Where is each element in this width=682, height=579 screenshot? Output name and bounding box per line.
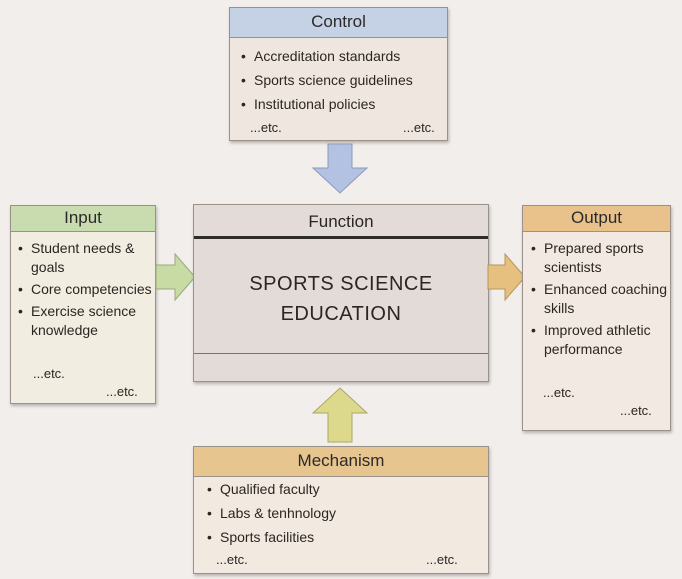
control-down-arrow: [311, 143, 369, 194]
input-etc-2: ...etc.: [106, 384, 138, 399]
function-box: Function SPORTS SCIENCE EDUCATION: [193, 204, 489, 382]
function-main-text: SPORTS SCIENCE EDUCATION: [194, 269, 488, 329]
control-box: Control Accreditation standards Sports s…: [229, 7, 448, 141]
output-box: Output Prepared sports scientists Enhanc…: [522, 205, 671, 431]
output-etc-2: ...etc.: [620, 403, 652, 418]
input-item: Student needs & goals: [17, 239, 153, 277]
control-etc-left: ...etc.: [250, 120, 282, 135]
function-main-line1: SPORTS SCIENCE: [249, 273, 433, 295]
mechanism-item: Sports facilities: [206, 528, 336, 547]
output-etc-1: ...etc.: [543, 385, 575, 400]
mechanism-etc-left: ...etc.: [216, 552, 248, 567]
input-etc-1: ...etc.: [33, 366, 65, 381]
output-title: Output: [523, 206, 670, 232]
mechanism-etc-right: ...etc.: [426, 552, 458, 567]
output-item: Prepared sports scientists: [530, 239, 670, 277]
mechanism-box: Mechanism Qualified faculty Labs & tenhn…: [193, 446, 489, 574]
control-item: Accreditation standards: [240, 47, 413, 66]
input-box: Input Student needs & goals Core compete…: [10, 205, 156, 404]
input-title: Input: [11, 206, 155, 232]
control-item: Sports science guidelines: [240, 71, 413, 90]
mechanism-item: Labs & tenhnology: [206, 504, 336, 523]
function-divider: [194, 353, 488, 354]
function-main-line2: EDUCATION: [280, 303, 402, 325]
control-etc-right: ...etc.: [403, 120, 435, 135]
output-item: Enhanced coaching skills: [530, 280, 670, 318]
input-list: Student needs & goals Core competencies …: [17, 239, 153, 343]
output-right-arrow: [487, 252, 526, 302]
mechanism-up-arrow: [311, 387, 369, 443]
mechanism-title: Mechanism: [194, 447, 488, 477]
mechanism-list: Qualified faculty Labs & tenhnology Spor…: [206, 480, 336, 552]
control-list: Accreditation standards Sports science g…: [240, 47, 413, 119]
input-item: Exercise science knowledge: [17, 302, 153, 340]
control-item: Institutional policies: [240, 95, 413, 114]
output-list: Prepared sports scientists Enhanced coac…: [530, 239, 670, 362]
mechanism-item: Qualified faculty: [206, 480, 336, 499]
input-right-arrow: [155, 252, 196, 302]
control-title: Control: [230, 8, 447, 38]
function-title: Function: [194, 205, 488, 239]
input-item: Core competencies: [17, 280, 153, 299]
output-item: Improved athletic performance: [530, 321, 670, 359]
